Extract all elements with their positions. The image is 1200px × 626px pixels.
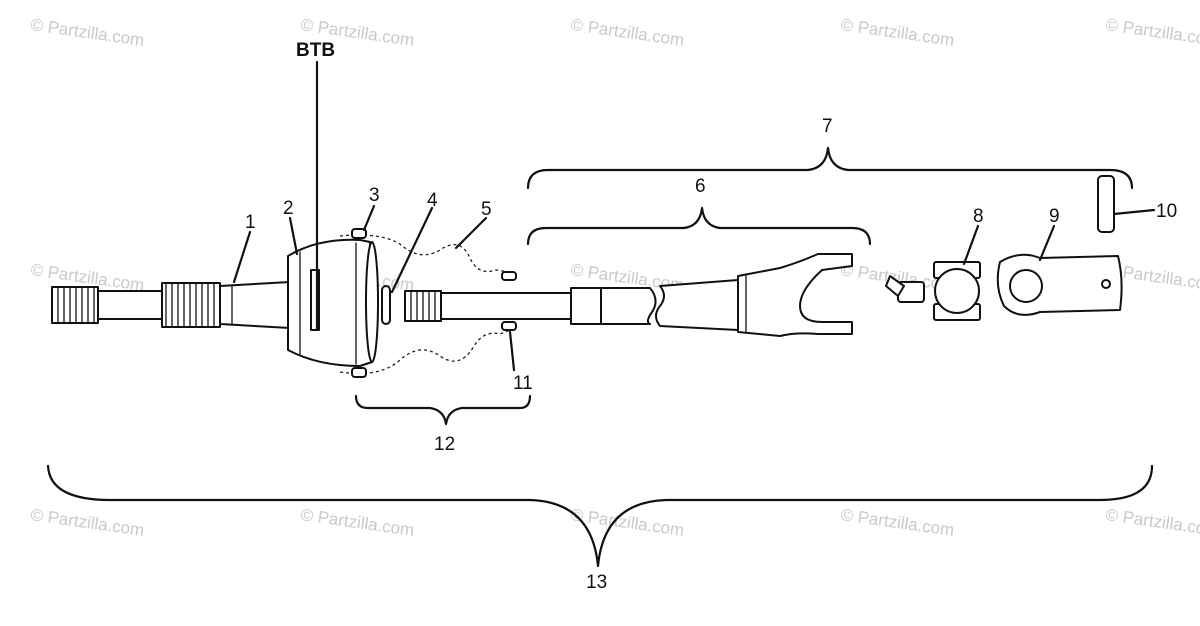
- boot-clamp-small: [501, 321, 517, 331]
- callout-4: 4: [427, 190, 438, 211]
- group-brackets: [46, 146, 1154, 568]
- watermark: © Partzilla.com: [299, 505, 415, 540]
- callout-1: 1: [245, 212, 256, 233]
- watermark: © Partzilla.com: [839, 15, 955, 50]
- universal-joint-cross: [933, 261, 981, 321]
- callout-13: 13: [586, 572, 607, 593]
- bracket-6: [526, 206, 872, 246]
- leader-lines: [232, 204, 1156, 372]
- callout-5: 5: [481, 199, 492, 220]
- watermark: © Partzilla.com: [29, 505, 145, 540]
- bracket-7: [526, 146, 1134, 190]
- callout-2: 2: [283, 198, 294, 219]
- cv-boot: [339, 228, 517, 378]
- callout-8: 8: [973, 206, 984, 227]
- boot-clamp-large: [351, 228, 367, 239]
- watermark: © Partzilla.com: [1104, 505, 1200, 540]
- flange-yoke: [996, 253, 1123, 316]
- callout-11: 11: [513, 373, 533, 394]
- callout-7: 7: [822, 116, 833, 137]
- watermark: © Partzilla.com: [29, 15, 145, 50]
- drive-shaft-yoke: [404, 253, 853, 337]
- bracket-13: [46, 464, 1154, 568]
- cv-joint-housing: [287, 238, 379, 367]
- callout-3: 3: [369, 185, 380, 206]
- watermark: © Partzilla.com: [1104, 15, 1200, 50]
- callout-9: 9: [1049, 206, 1060, 227]
- callout-6: 6: [695, 176, 706, 197]
- callout-10: 10: [1156, 201, 1177, 222]
- callout-btb: BTB: [296, 40, 335, 61]
- boot-clamp-small: [501, 271, 517, 281]
- circlip: [381, 285, 391, 325]
- watermark: © Partzilla.com: [839, 505, 955, 540]
- grease-fitting: [885, 275, 925, 303]
- callouts: BTB 1 2 3 4 5 6 7 8 9 10 11 12 13: [245, 40, 1177, 593]
- callout-12: 12: [434, 434, 455, 455]
- stub-axle-shaft: [51, 281, 291, 329]
- boot-clamp-large: [351, 367, 367, 378]
- bracket-12: [354, 394, 532, 426]
- watermark: © Partzilla.com: [569, 15, 685, 50]
- roll-pin: [1097, 175, 1115, 233]
